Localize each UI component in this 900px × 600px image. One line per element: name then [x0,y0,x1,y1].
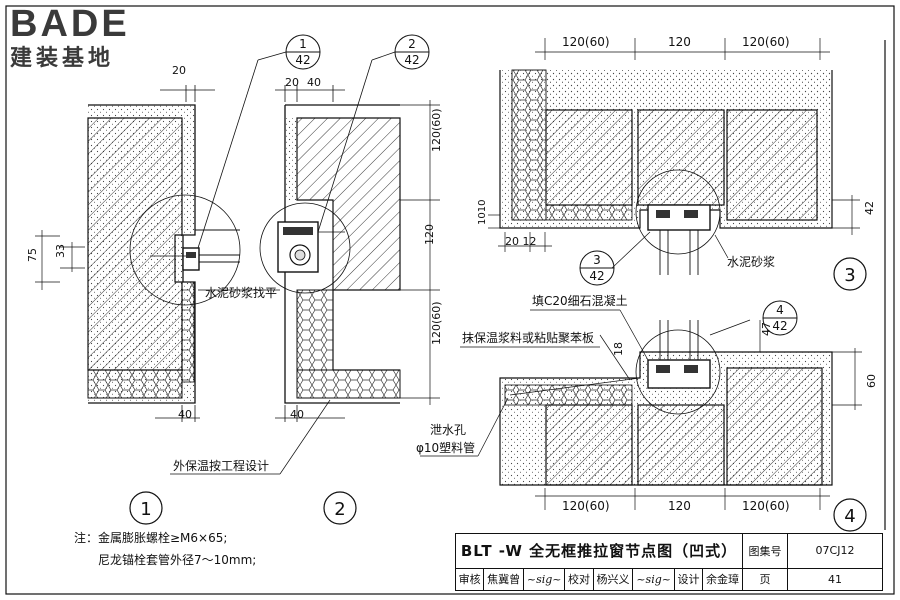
svg-text:2: 2 [334,499,345,520]
note-line-2: 尼龙锚栓套管外径7～10mm; [98,553,257,567]
detail-1: 75 33 20 40 [26,59,259,422]
svg-text:42: 42 [772,319,787,333]
dim-33: 33 [54,244,67,258]
note: 注：金属膨胀螺栓≥M6×65; 尼龙锚栓套管外径7～10mm; [74,527,256,571]
dim-120-2: 120 [423,224,436,245]
sheet-border [5,5,895,595]
dim-75: 75 [26,248,39,262]
dim-120-60-2a: 120(60) [430,108,443,152]
drawing-title: BLT -W 全无框推拉窗节点图（凹式） [455,533,743,569]
svg-text:1: 1 [299,37,307,51]
dim-120-60-2b: 120(60) [430,301,443,345]
callout-3-42: 3 42 [579,250,615,286]
svg-text:42: 42 [295,53,310,67]
dim-20-12: 20 12 [505,235,537,248]
svg-text:1: 1 [140,499,151,520]
reviewer-signature: ~sig~ [522,567,566,592]
label-cement-mortar-level: 水泥砂浆找平 [205,285,277,300]
detail-id-1: 1 [129,491,163,525]
dim-120-60-4a: 120(60) [562,499,610,513]
atlas-number: 07CJ12 [787,533,883,569]
callout-1-42: 1 42 [285,34,321,70]
logo-subtitle: 建装基地 [10,46,115,71]
title-block: BLT -W 全无框推拉窗节点图（凹式） 图集号 07CJ12 审核 焦冀曾 ~… [454,533,883,592]
designer-name: 余金璋 [702,567,743,592]
design-label: 设计 [673,567,704,592]
dim-42: 42 [863,201,876,215]
dim-120-4: 120 [668,499,691,513]
note-line-1: 注：金属膨胀螺栓≥M6×65; [74,531,228,545]
page-number: 41 [787,567,883,592]
dim-120-60-3a: 120(60) [562,35,610,49]
detail-4: 120(60) 120 120(60) 60 47 18 [420,309,878,513]
review-label: 审核 [454,567,485,592]
label-cement-mortar: 水泥砂浆 [727,254,775,269]
callout-4-42: 4 42 [762,300,798,336]
svg-text:3: 3 [593,253,601,267]
svg-text:4: 4 [776,303,784,317]
svg-text:2: 2 [408,37,416,51]
svg-text:3: 3 [844,265,855,286]
label-drain-hole: 泄水孔 [430,423,466,437]
svg-text:42: 42 [589,269,604,283]
detail-id-2: 2 [323,491,357,525]
dim-20-top: 20 [172,64,186,77]
dim-40-bottom-2: 40 [290,408,304,421]
reviewer-name: 焦冀曾 [483,567,524,592]
label-pipe: φ10塑料管 [416,440,475,455]
detail-2: 20 40 120(60) 120 120(60) 40 [259,59,443,422]
callout-2-42: 2 42 [394,34,430,70]
logo-brand: BADE [10,3,130,45]
label-external-insulation: 外保温按工程设计 [173,458,269,473]
logo: BADE 建装基地 [6,4,156,74]
atlas-label: 图集号 [742,533,788,569]
detail-id-3: 3 [833,257,867,291]
dim-20-2: 20 [285,76,299,89]
dim-120-3: 120 [668,35,691,49]
dim-120-60-3b: 120(60) [742,35,790,49]
svg-text:4: 4 [844,506,855,527]
dim-40-2: 40 [307,76,321,89]
dim-1010: 1010 [477,200,488,225]
page-label: 页 [742,567,788,592]
dim-40-bottom-1: 40 [178,408,192,421]
dim-18: 18 [612,342,625,356]
dim-60: 60 [865,374,878,388]
check-label: 校对 [564,567,594,592]
dim-120-60-4b: 120(60) [742,499,790,513]
detail-3: 120(60) 120 120(60) 1010 20 [477,35,876,275]
checker-name: 杨兴义 [592,567,634,592]
detail-id-4: 4 [833,498,867,532]
svg-text:42: 42 [404,53,419,67]
label-plaster-insulation: 抹保温浆料或粘贴聚苯板 [462,330,594,345]
checker-signature: ~sig~ [632,567,675,592]
label-fill-c20: 填C20细石混凝土 [532,293,628,308]
